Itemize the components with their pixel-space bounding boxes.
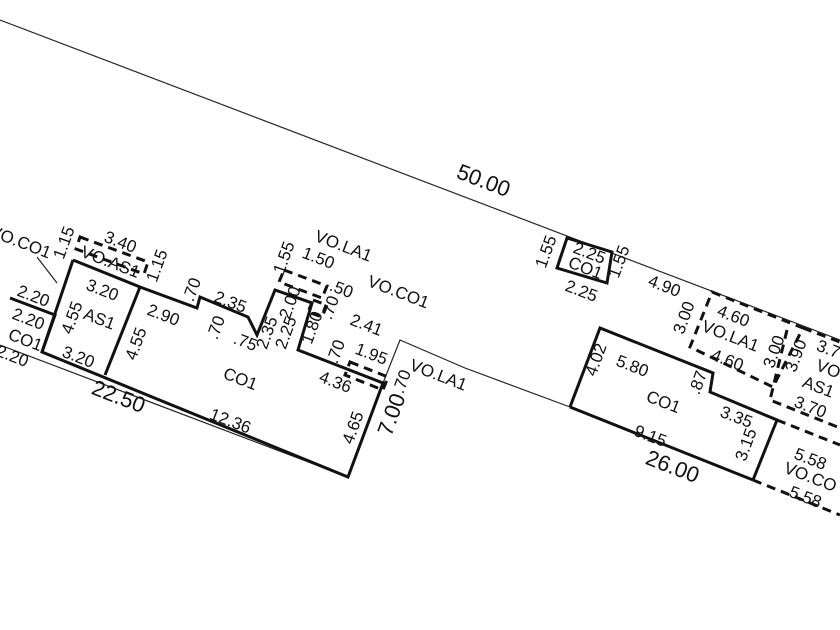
vo-as1-right-dashed <box>802 326 840 344</box>
vo-la1-outline <box>382 339 571 408</box>
dim-front-left: 22.50 <box>88 375 148 418</box>
dim: 3.15 <box>731 426 760 464</box>
front-line-far-right <box>752 478 840 517</box>
vo-la1-right-dashed <box>688 290 806 389</box>
front-line-right <box>569 405 754 482</box>
dim: .87 <box>685 368 711 397</box>
dim-top: 50.00 <box>453 159 513 202</box>
co1-right-building-wall <box>568 326 779 481</box>
leader-line <box>36 256 58 284</box>
vo-as1-right-dashed-b <box>768 329 840 430</box>
label: VO.CO1 <box>0 222 54 263</box>
dim: 4.55 <box>121 325 150 363</box>
front-line-left <box>0 344 349 478</box>
dim: 3.20 <box>84 275 122 305</box>
label: VO.CO1 <box>365 272 432 313</box>
dim: .70 <box>323 337 349 366</box>
dim: 4.90 <box>646 271 684 301</box>
dim: 5.80 <box>614 351 652 381</box>
dim: 1.55 <box>604 243 633 281</box>
dim: 1.55 <box>269 239 298 277</box>
dim: 2.90 <box>145 300 183 330</box>
dim: 1.15 <box>142 247 171 285</box>
dim: 2.00 <box>275 284 304 322</box>
room-label: AS1 <box>81 304 118 333</box>
label: VO.LA1 <box>407 356 469 395</box>
dim: 3.35 <box>718 402 756 432</box>
dim: 2.35 <box>212 287 250 317</box>
top-property-line <box>0 19 840 341</box>
small-co1-right <box>555 236 614 285</box>
room-label: CO1 <box>644 387 683 417</box>
small-co1-left <box>9 296 57 353</box>
dim: 4.02 <box>581 341 610 379</box>
co1-left-building-wall <box>40 258 385 479</box>
dim: 1.55 <box>531 233 560 271</box>
vo-co-right-dashed <box>776 418 840 447</box>
dim: 4.65 <box>338 409 367 447</box>
dim: 1.15 <box>49 224 78 262</box>
dim: .70 <box>203 313 229 342</box>
vo-la1-dashed <box>277 268 329 300</box>
dim: 3.00 <box>669 299 698 337</box>
dim-front-right: 26.00 <box>642 445 702 488</box>
dim: .70 <box>179 275 205 304</box>
dim: 4.36 <box>317 367 355 397</box>
dim: 2.41 <box>348 310 386 340</box>
room-label: CO1 <box>221 364 260 394</box>
vo-co1-dashed <box>306 298 329 319</box>
as1-partition-wall <box>103 286 142 376</box>
vo-as1-dashed <box>74 235 150 276</box>
